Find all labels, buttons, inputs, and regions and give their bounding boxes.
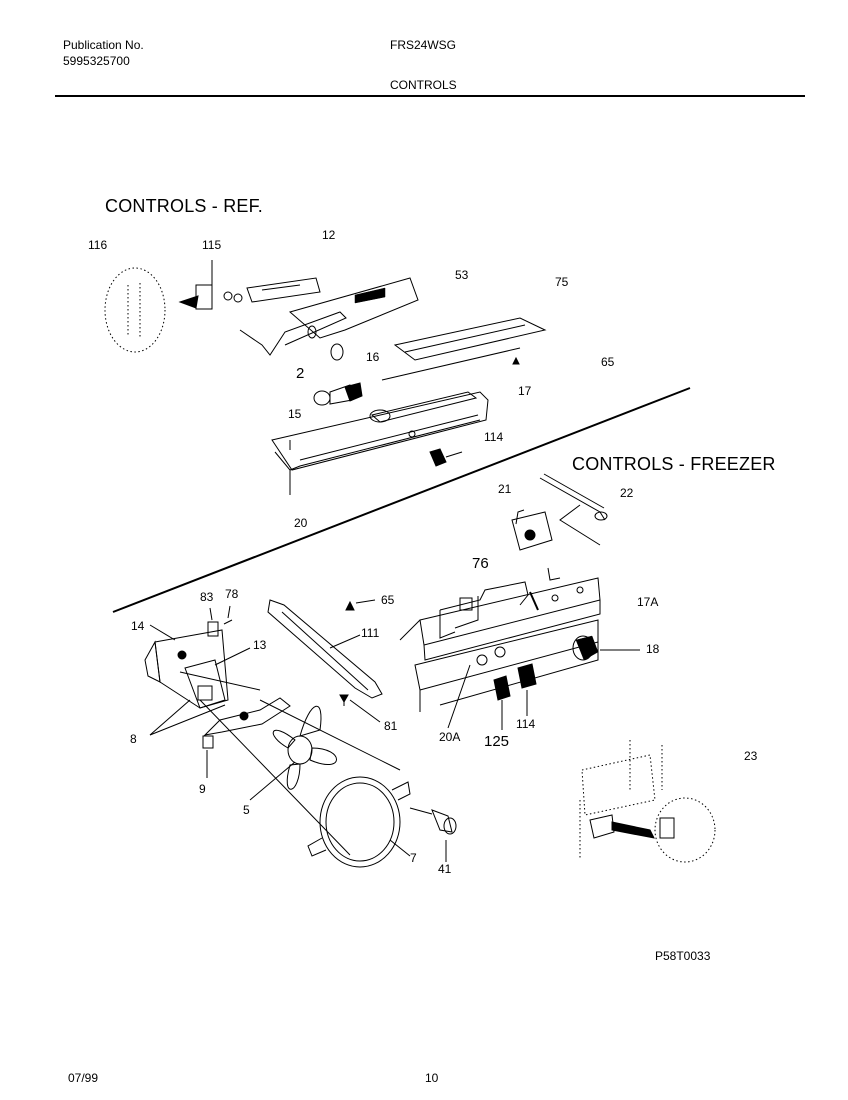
light-shield-part xyxy=(105,268,165,352)
freezer-housing-part xyxy=(400,568,600,660)
fan-blade-part xyxy=(250,706,337,800)
callout-7: 7 xyxy=(410,851,417,865)
callout-76: 76 xyxy=(472,555,489,572)
fan-motor-part xyxy=(185,648,250,708)
callout-8: 8 xyxy=(130,732,137,746)
callout-81: 81 xyxy=(384,719,398,733)
screw-part-upper xyxy=(513,358,519,364)
footer-date: 07/99 xyxy=(68,1071,99,1085)
light-socket-part xyxy=(180,260,242,309)
model-number: FRS24WSG xyxy=(390,38,457,52)
fan-shroud-part xyxy=(308,777,410,867)
freezer-control-panel-part xyxy=(415,620,598,728)
publication-number: 5995325700 xyxy=(63,54,130,68)
callout-16: 16 xyxy=(366,350,380,364)
callout-20A: 20A xyxy=(439,730,461,744)
section-title-refrigerator: CONTROLS - REF. xyxy=(105,196,264,216)
callout-21: 21 xyxy=(498,482,512,496)
capillary-tube-part xyxy=(540,474,607,545)
callout-2: 2 xyxy=(296,365,305,382)
small-clip-parts xyxy=(208,606,232,636)
callout-114-freezer: 114 xyxy=(516,717,536,731)
callout-65-freezer: 65 xyxy=(381,593,395,607)
callout-78: 78 xyxy=(225,587,239,601)
control-housing-part xyxy=(240,278,418,355)
section-divider xyxy=(113,388,690,612)
screw-81-part xyxy=(340,695,380,722)
callout-17A: 17A xyxy=(637,595,659,609)
callout-125: 125 xyxy=(484,733,510,750)
callout-115: 115 xyxy=(202,238,222,252)
shroud-screw-part xyxy=(410,808,456,862)
callout-12: 12 xyxy=(322,228,336,242)
callout-116: 116 xyxy=(88,238,108,252)
callout-14: 14 xyxy=(131,619,145,633)
callout-5: 5 xyxy=(243,803,250,817)
bulb-part xyxy=(331,344,343,360)
callout-9: 9 xyxy=(199,782,206,796)
freezer-bracket-part xyxy=(440,582,528,638)
freezer-knob-114-part xyxy=(518,664,536,716)
callout-41: 41 xyxy=(438,862,452,876)
motor-mount-part xyxy=(180,672,290,748)
callout-13: 13 xyxy=(253,638,267,652)
freezer-socket-part xyxy=(590,815,674,838)
callout-18: 18 xyxy=(646,642,660,656)
ref-control-panel-part xyxy=(272,392,488,495)
callout-15: 15 xyxy=(288,407,302,421)
fan-bracket-part xyxy=(145,625,228,708)
lamp-socket-part xyxy=(314,383,362,405)
callout-22: 22 xyxy=(620,486,634,500)
light-lens-part xyxy=(370,392,476,422)
callout-75: 75 xyxy=(555,275,569,289)
control-bracket-part xyxy=(247,278,320,302)
callout-83: 83 xyxy=(200,590,214,604)
publication-label: Publication No. xyxy=(63,38,144,52)
cover-plate-part xyxy=(382,318,545,380)
section-title: CONTROLS xyxy=(390,78,457,92)
page-number: 10 xyxy=(425,1071,439,1085)
callout-53: 53 xyxy=(455,268,469,282)
callout-17: 17 xyxy=(518,384,532,398)
callout-111: 111 xyxy=(361,626,380,640)
callout-20: 20 xyxy=(294,516,308,530)
ref-knob-part xyxy=(430,449,462,466)
knob-125-part xyxy=(494,676,510,730)
callout-23: 23 xyxy=(744,749,758,763)
header-rule xyxy=(55,95,805,97)
damper-rod-part xyxy=(268,600,382,698)
callout-65-ref: 65 xyxy=(601,355,615,369)
freezer-knob-part xyxy=(573,636,640,660)
section-title-freezer: CONTROLS - FREEZER xyxy=(572,454,776,474)
freezer-light-part xyxy=(580,740,715,862)
screw-part-lower xyxy=(346,602,354,610)
thermostat-part xyxy=(512,510,552,550)
diagram-code: P58T0033 xyxy=(655,949,711,963)
callout-114-ref: 114 xyxy=(484,430,504,444)
